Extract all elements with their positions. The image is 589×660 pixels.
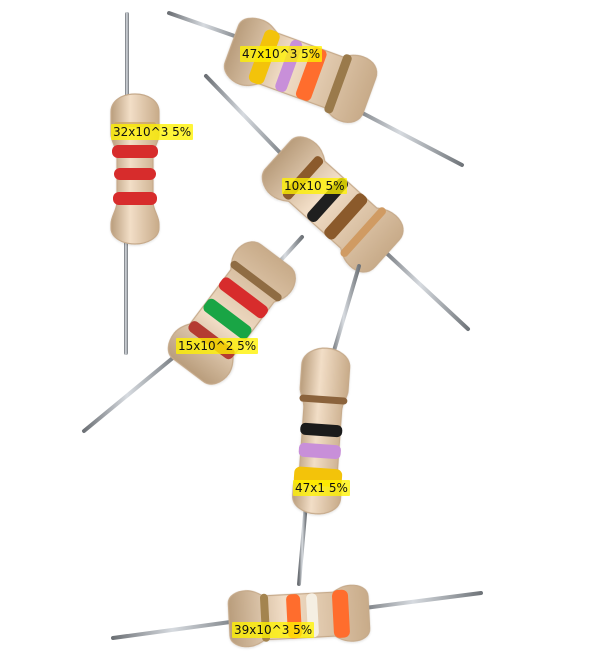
resistor-label-6: 39x10^3 5% — [232, 622, 315, 638]
resistor-5-band-tolerance — [299, 394, 348, 405]
resistor-3-band-3 — [324, 193, 368, 240]
resistor-2-band-tolerance — [324, 54, 352, 114]
resistor-1-band-3 — [113, 192, 157, 205]
resistor-1-band-2 — [114, 168, 156, 180]
resistor-32x10-3 — [110, 12, 160, 355]
resistor-5-band-2 — [298, 442, 341, 460]
resistor-4-band-tolerance — [230, 260, 282, 302]
resistor-label-4: 15x10^2 5% — [176, 338, 259, 354]
resistor-47x10-3 — [167, 11, 464, 167]
resistor-label-5: 47x1 5% — [293, 480, 350, 496]
resistor-47x1 — [292, 264, 361, 586]
resistor-4-band-3 — [218, 277, 269, 319]
resistor-label-3: 10x10 5% — [282, 178, 347, 194]
resistor-15x10-2 — [82, 235, 304, 433]
resistor-6-band-3 — [332, 589, 350, 638]
resistor-10x10 — [204, 74, 470, 331]
resistor-5-band-3 — [300, 422, 343, 438]
resistor-label-2: 47x10^3 5% — [240, 46, 323, 62]
resistor-4-band-2 — [203, 298, 252, 340]
resistor-3-band-tolerance — [340, 207, 386, 257]
resistor-label-1: 32x10^3 5% — [111, 124, 194, 140]
resistor-1-band-1 — [112, 145, 158, 158]
resistor-39x10-3 — [111, 584, 483, 648]
